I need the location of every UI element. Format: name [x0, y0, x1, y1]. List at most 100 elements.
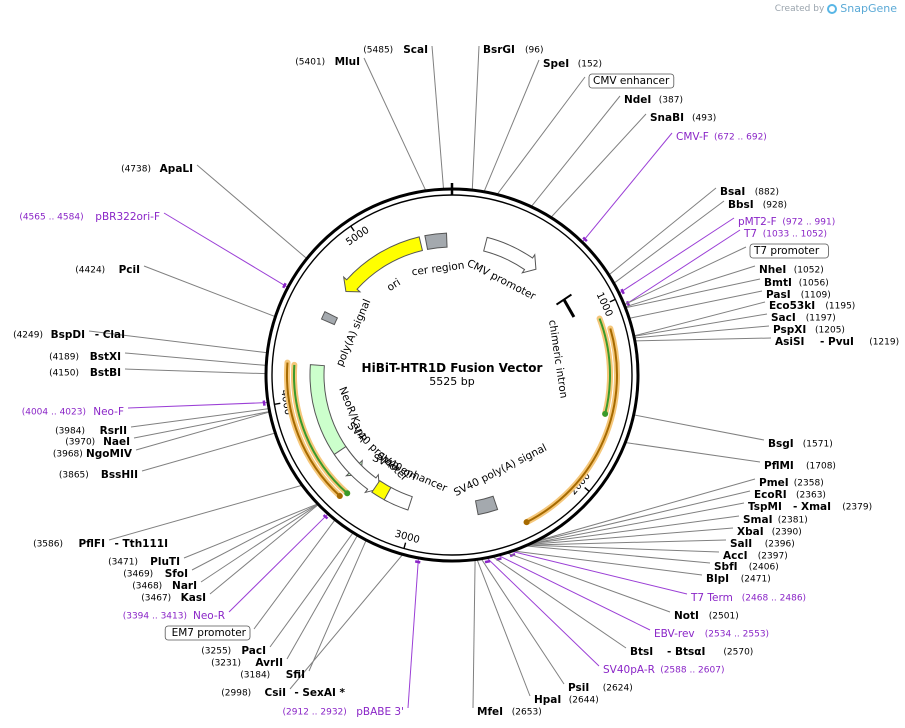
feature-cmv-promoter[interactable] — [483, 236, 537, 274]
site-sbfi[interactable]: SbfI(2406) — [714, 561, 779, 573]
site-pflfi[interactable]: PflFI(3586) — [33, 538, 105, 550]
leader-BtsI — [492, 556, 627, 649]
site-pmt2-f[interactable]: pMT2-F(972 .. 991) — [738, 216, 835, 228]
site-name: SfiI — [286, 669, 305, 681]
orf-arc[interactable] — [526, 328, 618, 524]
site-name: RsrII — [100, 425, 127, 437]
site-name: AvrII — [255, 657, 283, 669]
site-position: (4004 .. 4023) — [22, 408, 86, 418]
site-csii[interactable]: CsiI(2998) — [221, 687, 286, 699]
site-mfei[interactable]: MfeI(2653) — [477, 706, 542, 718]
site-eco53ki[interactable]: Eco53kI(1195) — [769, 300, 855, 312]
site-blpi[interactable]: BlpI(2471) — [706, 573, 771, 585]
site-xbai[interactable]: XbaI(2390) — [737, 526, 802, 538]
site-paci[interactable]: PacI(3255) — [201, 645, 266, 657]
site-scai[interactable]: ScaI(5485) — [363, 44, 428, 56]
site-name: BtsI — [630, 646, 653, 658]
site-acci[interactable]: AccI(2397) — [723, 550, 788, 562]
site-kasi[interactable]: KasI(3467) — [141, 592, 206, 604]
site-noti[interactable]: NotI(2501) — [674, 610, 739, 622]
site-bspdi[interactable]: BspDI(4249) — [13, 329, 85, 341]
feature-sv40-poly-a-signal[interactable] — [474, 495, 499, 516]
site-tth111i[interactable]: - Tth111I — [115, 538, 169, 550]
site-sv40pa-r[interactable]: SV40pA-R(2588 .. 2607) — [603, 664, 724, 676]
site-bsai[interactable]: BsaI(882) — [720, 186, 779, 198]
feature-poly-a-signal[interactable] — [320, 311, 339, 326]
site-pvui[interactable]: - PvuI(1219) — [820, 336, 899, 348]
site-mlui[interactable]: MluI(5401) — [295, 56, 360, 68]
site-pmei[interactable]: PmeI(2358) — [759, 477, 824, 489]
site-name: PasI — [766, 289, 791, 301]
site-nhei[interactable]: NheI(1052) — [759, 264, 824, 276]
site-name: - ClaI — [95, 329, 125, 341]
orf-arc[interactable] — [293, 364, 348, 495]
site-hpai[interactable]: HpaI(2644) — [534, 694, 599, 706]
site-t7-promoter[interactable]: T7 promoter — [749, 243, 829, 259]
site-position: (1205) — [815, 326, 845, 336]
feature-ori[interactable] — [342, 236, 424, 293]
site-position: (3984) — [55, 427, 85, 437]
site-xmai[interactable]: - XmaI(2379) — [793, 501, 872, 513]
site-pbabe-3-[interactable]: pBABE 3'(2912 .. 2932) — [283, 706, 404, 718]
site-pbr322ori-f[interactable]: pBR322ori-F(4565 .. 4584) — [19, 211, 160, 223]
site-nari[interactable]: NarI(3468) — [132, 580, 197, 592]
site-name: NdeI — [624, 94, 651, 106]
site-pspxi[interactable]: PspXI(1205) — [773, 324, 845, 336]
credit-brand[interactable]: SnapGene — [840, 2, 897, 15]
site-saci[interactable]: SacI(1197) — [771, 312, 836, 324]
feature-chimeric-intron[interactable] — [562, 298, 576, 318]
site-rsrii[interactable]: RsrII (3984) — [55, 425, 127, 437]
site-cmv-enhancer[interactable]: CMV enhancer — [588, 73, 675, 89]
site-pcii[interactable]: PciI(4424) — [75, 264, 140, 276]
site-avrii[interactable]: AvrII(3231) — [211, 657, 283, 669]
site-sexai-[interactable]: - SexAI * — [294, 687, 345, 699]
site-psii[interactable]: PsiI(2624) — [568, 682, 633, 694]
feature-sv40-enhancer[interactable] — [383, 486, 413, 511]
site-cmv-f[interactable]: CMV-F(672 .. 692) — [676, 131, 767, 143]
site-bsshii[interactable]: BssHII(3865) — [59, 469, 138, 481]
site-sfii[interactable]: SfiI(3184) — [240, 669, 305, 681]
site-position: (2588 .. 2607) — [660, 666, 724, 676]
site-bmti[interactable]: BmtI(1056) — [764, 277, 829, 289]
site-bstxi[interactable]: BstXI(4189) — [49, 351, 121, 363]
leader-NdeI — [530, 95, 621, 208]
site-em7-promoter[interactable]: EM7 promoter — [164, 625, 251, 641]
site-t7-term[interactable]: T7 Term(2468 .. 2486) — [690, 592, 806, 604]
site-bsrgi[interactable]: BsrGI(96) — [483, 44, 543, 56]
site-spei[interactable]: SpeI(152) — [543, 58, 602, 70]
site-clai[interactable]: - ClaI — [95, 329, 125, 341]
site-pluti[interactable]: PluTI(3471) — [108, 556, 180, 568]
site-bsgi[interactable]: BsgI(1571) — [768, 438, 833, 450]
site-ndei[interactable]: NdeI(387) — [624, 94, 683, 106]
orf-arc[interactable] — [286, 362, 341, 497]
leader-BstXI — [124, 352, 267, 366]
site-bbsi[interactable]: BbsI(928) — [728, 199, 787, 211]
orf-arc[interactable] — [598, 318, 611, 415]
site-snabi[interactable]: SnaBI(493) — [650, 112, 716, 124]
site-bstbi[interactable]: BstBI(4150) — [49, 367, 121, 379]
site-ebv-rev[interactable]: EBV-rev(2534 .. 2553) — [654, 628, 769, 640]
feature-cer-region[interactable] — [424, 232, 448, 250]
feature-label: cer region — [411, 260, 465, 279]
site-tspmi[interactable]: TspMI — [748, 501, 782, 513]
site-pflmi[interactable]: PflMI(1708) — [764, 460, 836, 472]
leader-Neo-R — [228, 513, 329, 613]
site-asisi[interactable]: AsiSI — [775, 336, 804, 348]
feature-box — [588, 73, 675, 89]
leader-PacI — [269, 532, 354, 648]
site-neo-r[interactable]: Neo-R(3394 .. 3413) — [123, 610, 225, 622]
site-sfoi[interactable]: SfoI(3469) — [123, 568, 188, 580]
site-neo-f[interactable]: Neo-F(4004 .. 4023) — [22, 406, 124, 418]
site-sali[interactable]: SalI(2396) — [730, 538, 795, 550]
site-ecori[interactable]: EcoRI(2363) — [754, 489, 826, 501]
site-ngomiv[interactable]: NgoMIV(3968) — [53, 448, 133, 460]
site-pasi[interactable]: PasI(1109) — [766, 289, 831, 301]
site-btsi[interactable]: BtsI — [630, 646, 653, 658]
site-naei[interactable]: NaeI(3970) — [65, 436, 130, 448]
leader-AvrII — [286, 534, 358, 660]
site-bts-i[interactable]: - BtsαI(2570) — [667, 646, 753, 658]
site-apali[interactable]: ApaLI(4738) — [121, 163, 193, 175]
site-t7[interactable]: T7(1033 .. 1052) — [743, 228, 827, 240]
site-smai[interactable]: SmaI(2381) — [743, 514, 808, 526]
